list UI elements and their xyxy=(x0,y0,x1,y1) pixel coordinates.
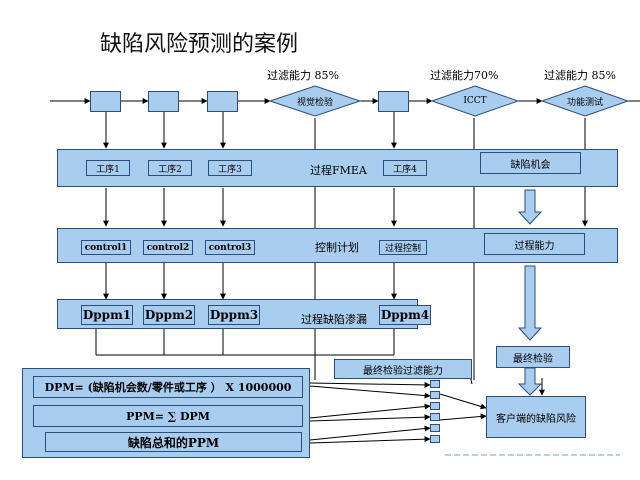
dppm-item-1: Dppm1 xyxy=(81,305,133,325)
customer-risk-box: 客户端的缺陷风险 xyxy=(486,396,586,438)
dppm-item-2: Dppm2 xyxy=(143,305,195,325)
hollow-arrows xyxy=(517,189,543,396)
filter-label-1: 过滤能力 85% xyxy=(267,69,339,82)
dppm-item-3: Dppm3 xyxy=(208,305,260,325)
fmea-label: 过程FMEA xyxy=(310,164,367,177)
total-ppm-box: 缺陷总和的PPM xyxy=(45,432,302,452)
final-inspection-box: 最终检验 xyxy=(496,346,570,368)
dpm-formula-box: DPM= (缺陷机会数/零件或工序 ） X 1000000 xyxy=(33,376,303,398)
ppm-formula-box: PPM= ∑ DPM xyxy=(33,405,303,427)
decision-diamonds xyxy=(268,85,630,117)
hollow-arrow-2 xyxy=(517,265,543,341)
drop-arrows-3 xyxy=(103,263,397,300)
control-plan-label: 控制计划 xyxy=(315,241,359,254)
decision-icct-label: ICCT xyxy=(463,96,487,106)
filter-label-3: 过滤能力 85% xyxy=(544,69,616,82)
fmea-step-3: 工序3 xyxy=(208,160,252,176)
decision-function-label: 功能测试 xyxy=(566,97,603,108)
control-item-1: control1 xyxy=(81,240,131,255)
collector-block-2 xyxy=(430,391,440,399)
fmea-step-4: 工序4 xyxy=(383,160,427,176)
process-box-3 xyxy=(207,91,238,112)
hollow-arrow-3 xyxy=(517,367,543,396)
decision-diamond-visual xyxy=(268,85,362,117)
control-item-3: control3 xyxy=(205,240,255,255)
collector-block-1 xyxy=(430,380,440,388)
process-leakage-label: 过程缺陷渗漏 xyxy=(301,313,367,326)
process-box-2 xyxy=(148,91,179,112)
drop-arrows-2 xyxy=(103,188,397,227)
collector-block-6 xyxy=(430,435,440,443)
defect-opportunity-box: 缺陷机会 xyxy=(480,152,581,174)
decision-diamond-function xyxy=(540,85,630,117)
filter-label-2: 过滤能力70% xyxy=(430,69,499,82)
process-control-box: 过程控制 xyxy=(379,240,427,255)
fmea-step-1: 工序1 xyxy=(86,160,130,176)
page-title: 缺陷风险预测的案例 xyxy=(100,32,299,57)
fmea-step-2: 工序2 xyxy=(148,160,192,176)
final-filter-capability-box: 最终检验过滤能力 xyxy=(334,359,472,379)
collector-block-3 xyxy=(430,402,440,410)
dppm-item-4: Dppm4 xyxy=(379,305,431,325)
converge-arrows xyxy=(309,374,545,444)
hollow-arrow-1 xyxy=(517,189,543,225)
process-box-1 xyxy=(90,91,121,112)
drop-arrows-1 xyxy=(103,112,397,149)
dppm-collect xyxy=(95,329,395,356)
decision-diamond-icct xyxy=(430,85,520,117)
process-box-4 xyxy=(378,91,409,112)
collector-block-5 xyxy=(430,424,440,432)
decision-visual-label: 视觉检验 xyxy=(296,97,333,108)
collector-block-4 xyxy=(430,413,440,421)
process-capability-box: 过程能力 xyxy=(484,233,585,255)
control-item-2: control2 xyxy=(143,240,193,255)
